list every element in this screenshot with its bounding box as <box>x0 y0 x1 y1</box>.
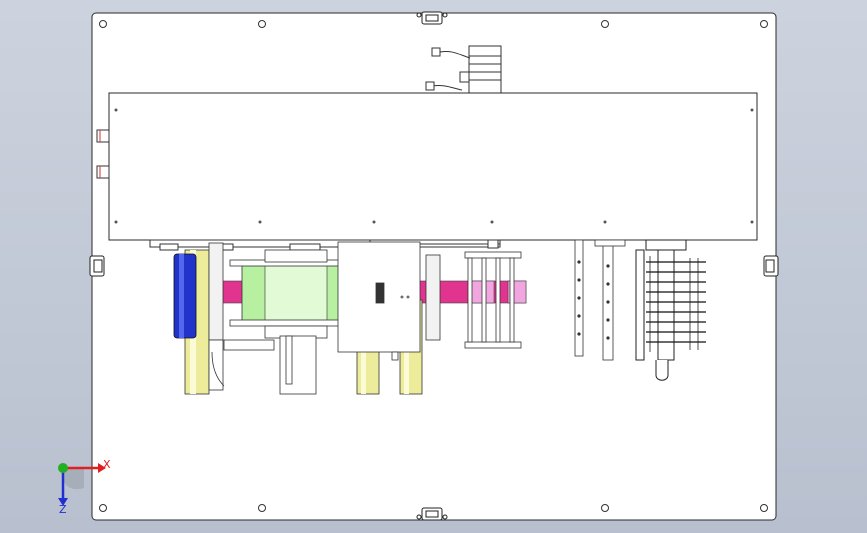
axis-z-label: Z <box>59 503 67 516</box>
side-connectors <box>96 129 110 179</box>
brush-comb-ticks <box>649 256 699 352</box>
drum-drive-shaft <box>279 335 317 395</box>
blue-feed-roller <box>173 253 197 339</box>
upper-cover-plate <box>108 92 758 241</box>
blue-roller-highlight <box>179 254 184 338</box>
brush-bristles <box>646 261 706 343</box>
base-plate-screws <box>99 20 768 512</box>
labeling-drum <box>229 249 363 339</box>
ground-mount-icon-top <box>416 11 448 25</box>
cover-plate-screws <box>114 108 754 224</box>
drive-motor <box>459 45 502 95</box>
sensor-rail-holes <box>577 260 610 340</box>
sensor-cable <box>425 47 471 91</box>
peel-plate-frame <box>464 251 522 349</box>
ground-mount-icon-bottom <box>416 507 448 521</box>
ground-mount-icon-right <box>763 255 779 277</box>
axis-x-label: X <box>103 458 111 471</box>
coordinate-triad-icon <box>58 463 106 506</box>
center-housing <box>337 241 421 361</box>
ground-mount-icon-left <box>89 255 105 277</box>
lower-linkage <box>208 339 275 391</box>
